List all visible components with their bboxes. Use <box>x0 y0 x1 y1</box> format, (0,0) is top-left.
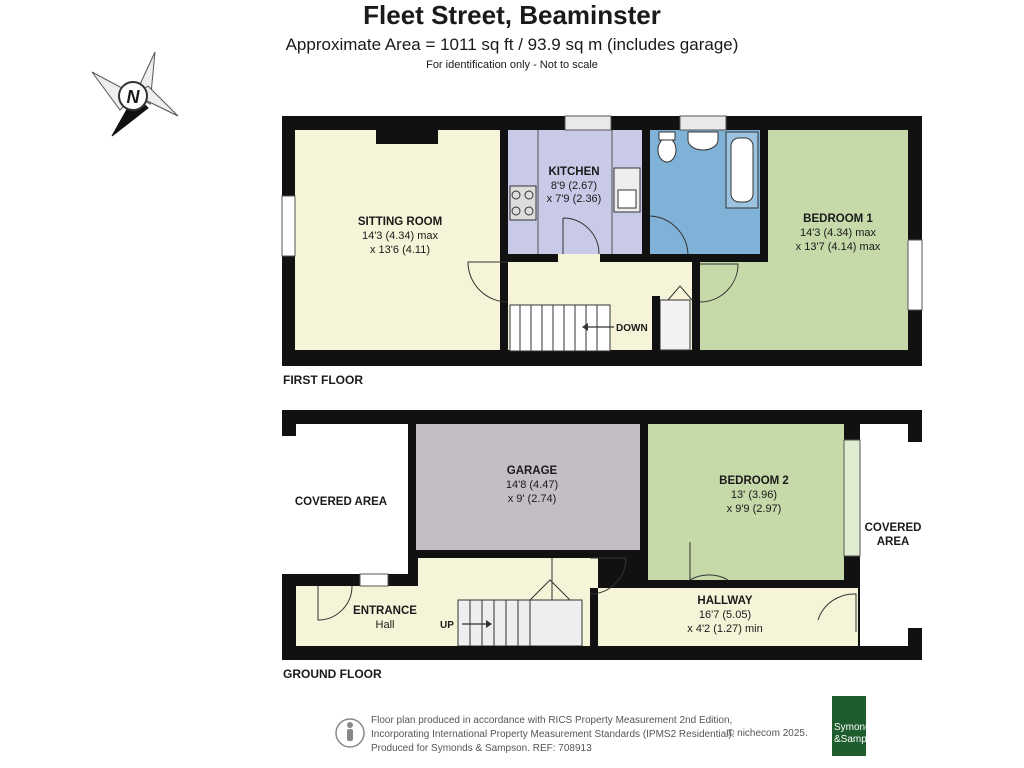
down-label: DOWN <box>616 323 648 334</box>
garage-dim2: x 9' (2.74) <box>508 493 557 505</box>
door-swing-icon <box>667 285 693 301</box>
window-icon <box>281 195 296 257</box>
bedroom2-dim2: x 9'9 (2.97) <box>727 503 782 515</box>
hallway-dim1: 16'7 (5.05) <box>699 609 751 621</box>
first-floor-plan: DOWN <box>281 115 923 366</box>
window-icon <box>843 439 861 557</box>
toilet-icon <box>657 137 677 163</box>
brand-line2: &Sampson <box>834 734 883 745</box>
ground-floor-label: GROUND FLOOR <box>283 667 382 681</box>
door-swing-icon <box>649 215 689 255</box>
hallway-dim2: x 4'2 (1.27) min <box>687 623 762 635</box>
first-floor-label: FIRST FLOOR <box>283 373 363 387</box>
window-icon <box>564 115 612 131</box>
covered-area-right-label2: AREA <box>877 536 910 548</box>
brand-logo: Symonds &Sampson <box>832 696 883 756</box>
entrance-name2: Hall <box>376 619 395 631</box>
bedroom2-area <box>648 424 844 580</box>
ground-floor-plan: UP GARAGE 14'8 (4.47) x 9' (2.74) BEDROO… <box>282 410 922 660</box>
door-swing-icon <box>699 263 739 303</box>
sitting-room-dim1: 14'3 (4.34) max <box>362 230 439 242</box>
bedroom1-dim2: x 13'7 (4.14) max <box>796 241 881 253</box>
title: Fleet Street, Beaminster <box>363 0 661 30</box>
bedroom2-name: BEDROOM 2 <box>719 475 789 487</box>
door-swing-icon <box>817 593 857 632</box>
hallway-area <box>598 588 844 646</box>
ground-floor-stairs <box>457 599 583 647</box>
first-floor-stairs <box>509 304 614 352</box>
window-icon <box>679 115 727 131</box>
scale-note: For identification only - Not to scale <box>426 59 598 71</box>
footer-line1: Floor plan produced in accordance with R… <box>371 715 733 726</box>
compass-label: N <box>127 87 141 107</box>
door-swing-icon <box>689 542 729 581</box>
garage-name: GARAGE <box>507 465 558 477</box>
bedroom2-dim1: 13' (3.96) <box>731 489 777 501</box>
basin-icon <box>687 131 719 151</box>
door-swing-icon <box>467 261 509 303</box>
kitchen-name: KITCHEN <box>548 166 599 178</box>
hallway-name: HALLWAY <box>697 595 752 607</box>
copyright: © nichecom 2025. <box>727 728 808 739</box>
entrance-name: ENTRANCE <box>353 605 417 617</box>
door-swing-icon <box>589 557 627 595</box>
sitting-room-area <box>295 130 500 350</box>
footer-line2: Incorporating International Property Mea… <box>371 729 735 740</box>
up-label: UP <box>440 620 454 631</box>
window-icon <box>907 239 923 311</box>
person-info-icon <box>335 718 365 748</box>
door-swing-icon <box>562 217 600 255</box>
kitchen-dim1: 8'9 (2.67) <box>551 180 597 192</box>
bedroom1-name: BEDROOM 1 <box>803 213 873 225</box>
sitting-room-name: SITTING ROOM <box>358 216 442 228</box>
brand-line1: Symonds <box>834 722 876 733</box>
covered-area-left <box>296 424 408 574</box>
garage-area <box>416 424 640 550</box>
compass-icon: N <box>91 51 179 137</box>
sitting-room-dim2: x 13'6 (4.11) <box>370 244 430 256</box>
footer-line3: Produced for Symonds & Sampson. REF: 708… <box>371 743 592 754</box>
door-swing-icon <box>529 579 571 601</box>
bedroom1-dim1: 14'3 (4.34) max <box>800 227 877 239</box>
covered-area-right-label1: COVERED <box>865 522 922 534</box>
covered-area-right <box>860 424 922 646</box>
bedroom1-area <box>768 130 908 350</box>
covered-area-left-label: COVERED AREA <box>295 496 387 508</box>
entrance-hall-area <box>296 586 418 646</box>
window-icon <box>359 573 389 587</box>
footer-notes: Floor plan produced in accordance with R… <box>371 714 831 756</box>
area-subtitle: Approximate Area = 1011 sq ft / 93.9 sq … <box>285 35 739 54</box>
kitchen-dim2: x 7'9 (2.36) <box>547 193 602 205</box>
door-swing-icon <box>317 585 353 621</box>
garage-dim1: 14'8 (4.47) <box>506 479 558 491</box>
